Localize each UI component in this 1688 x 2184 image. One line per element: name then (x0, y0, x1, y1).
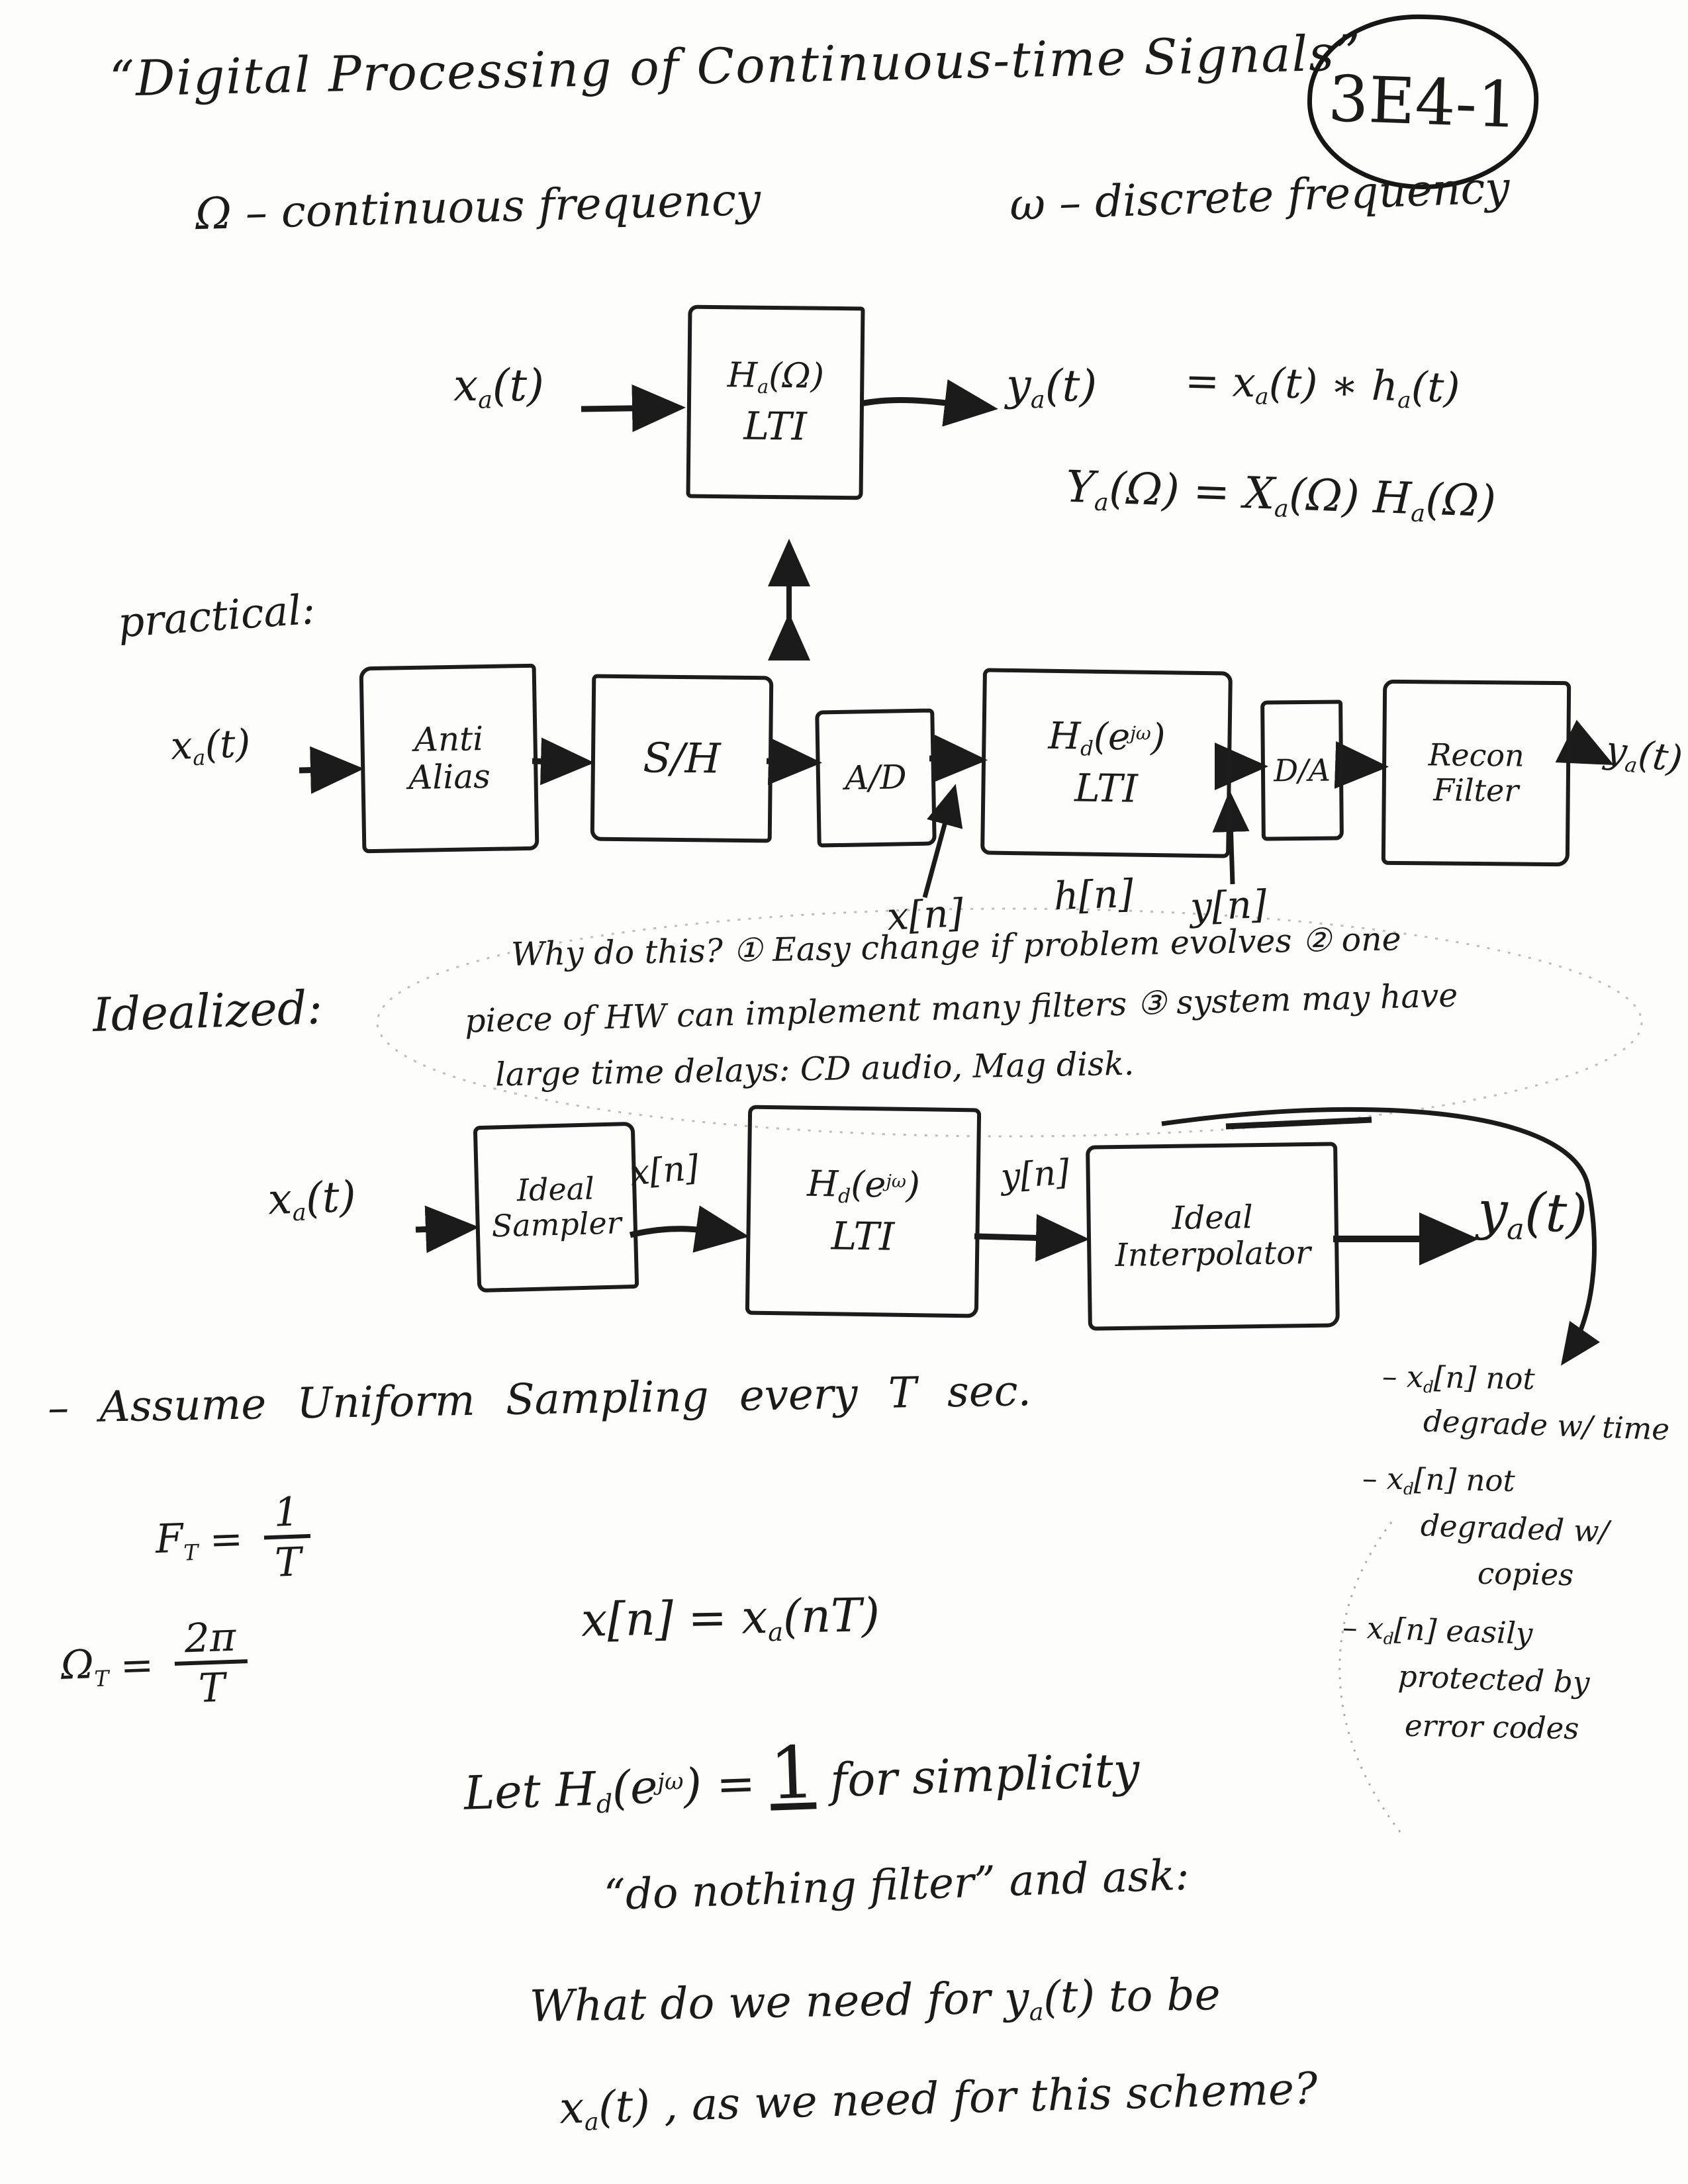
ideal-interpolator-label-2: Interpolator (1115, 1234, 1311, 1275)
benefit-2-line1: – xd[n] not (1362, 1460, 1516, 1499)
recon-filter-label-1: Recon (1428, 737, 1524, 774)
assume-sampling-line: – Assume Uniform Sampling every T sec. (47, 1367, 1032, 1433)
omegat-lhs: ΩT (60, 1641, 110, 1692)
analog-time-equation: = xa(t) ∗ ha(t) (1184, 356, 1461, 414)
ideal-input-label: xa(t) (267, 1172, 357, 1227)
analog-frequency-equation: Ya(Ω) = Xa(Ω) Ha(Ω) (1064, 461, 1497, 528)
arrow-analog-output (860, 379, 998, 427)
why-note-line2: piece of HW can implement many filters ③… (464, 976, 1458, 1040)
dac-block: D/A (1260, 700, 1344, 841)
benefit-3-line2: protected by (1397, 1658, 1591, 1701)
anti-alias-label-1: Anti (414, 719, 484, 759)
adc-block: A/D (815, 708, 937, 848)
benefits-cloud-arc (1338, 1522, 1403, 1835)
analog-lti-block-label: Ha(Ω) (727, 355, 825, 398)
ft-equals: = (209, 1516, 244, 1563)
analog-output-label: ya(t) (1006, 359, 1098, 414)
benefit-2-line3: copies (1477, 1555, 1574, 1593)
do-nothing-filter-line: “do nothing filter” and ask: (602, 1850, 1190, 1921)
arrow-hd-to-interp (974, 1214, 1090, 1262)
ideal-interpolator-label-1: Ideal (1172, 1198, 1254, 1237)
ft-lhs: FT (154, 1515, 199, 1566)
ideal-xn-label: x[n] (628, 1148, 700, 1194)
anti-alias-block: Anti Alias (359, 663, 539, 854)
practical-label: practical: (116, 584, 317, 647)
why-note-line3: large time delays: CD audio, Mag disk. (494, 1044, 1135, 1094)
ideal-digital-filter-sublabel: LTI (831, 1213, 895, 1260)
freq-discrete-def: ω – discrete frequency (1008, 161, 1511, 231)
freq-continuous-def: Ω – continuous frequency (195, 173, 762, 240)
page-title: “Digital Processing of Continuous-time S… (109, 24, 1362, 108)
omegat-equals: = (119, 1641, 155, 1690)
arrow-analog-input (581, 384, 686, 432)
arrow-practical-input (299, 746, 364, 794)
idealized-label: Idealized: (91, 979, 324, 1043)
ideal-yn-label: y[n] (1000, 1152, 1071, 1197)
ft-fraction: 1 T (262, 1489, 312, 1586)
ideal-interpolator-block: Ideal Interpolator (1086, 1142, 1340, 1331)
arrow-da-to-recon (1334, 741, 1389, 789)
anti-alias-label-2: Alias (408, 756, 491, 797)
sampling-frequency-equation: FT = 1 T (154, 1489, 312, 1587)
page-ref: 3E4-1 (1327, 62, 1519, 142)
why-note-line1: Why do this? ① Easy change if problem ev… (510, 920, 1402, 974)
ideal-output-label: ya(t) (1476, 1179, 1589, 1247)
sample-hold-label: S/H (642, 733, 722, 783)
benefit-3-line1: – xd[n] easily (1342, 1610, 1534, 1651)
sampling-radian-equation: ΩT = 2π T (60, 1614, 249, 1713)
omegat-fraction: 2π T (173, 1614, 249, 1712)
arrow-antialias-to-sh (532, 737, 594, 786)
adc-label: A/D (844, 757, 908, 797)
let-filter-line: Let Hd(ejω) = 1 for simplicity (463, 1730, 1141, 1821)
sample-definition-equation: x[n] = xa(nT) (581, 1588, 880, 1648)
ideal-sampler-label-1: Ideal (516, 1170, 595, 1208)
arrow-sh-to-ad (766, 737, 822, 786)
arrow-ideal-input (415, 1205, 479, 1253)
ideal-sampler-block: Ideal Sampler (473, 1121, 639, 1293)
sample-hold-block: S/H (590, 674, 774, 843)
ideal-digital-filter-label: Hd(ejω) (806, 1162, 921, 1208)
digital-filter-block: Hd(ejω) LTI (980, 668, 1233, 858)
digital-filter-sublabel: LTI (1074, 765, 1139, 811)
recon-filter-block: Recon Filter (1381, 679, 1571, 867)
analog-lti-block: Ha(Ω) LTI (686, 304, 865, 500)
benefit-2-line2: degraded w/ (1420, 1508, 1610, 1549)
question-line-1: What do we need for ya(t) to be (529, 1968, 1221, 2032)
dac-label: D/A (1273, 752, 1331, 788)
analog-lti-block-sublabel: LTI (743, 403, 808, 449)
practical-output-label: ya(t) (1603, 728, 1685, 782)
recon-filter-label-2: Filter (1433, 772, 1519, 809)
arrow-ad-to-hd (929, 735, 988, 783)
ideal-sampler-label-2: Sampler (491, 1205, 622, 1244)
mag-disk-underline (1225, 1116, 1372, 1130)
ideal-digital-filter-block: Hd(ejω) LTI (745, 1105, 982, 1318)
benefit-1-line2: degrade w/ time (1423, 1403, 1670, 1447)
digital-filter-label: Hd(ejω) (1048, 714, 1166, 761)
analog-input-label: xa(t) (453, 360, 544, 414)
benefit-3-line3: error codes (1404, 1707, 1579, 1747)
hn-label: h[n] (1053, 870, 1135, 919)
question-line-2: xa(t) , as we need for this scheme? (559, 2063, 1319, 2136)
arrow-sampler-to-hd (629, 1205, 749, 1253)
practical-input-label: xa(t) (169, 720, 252, 771)
benefit-1-line1: – xd[n] not (1382, 1358, 1536, 1397)
yn-label: y[n] (1189, 882, 1268, 929)
